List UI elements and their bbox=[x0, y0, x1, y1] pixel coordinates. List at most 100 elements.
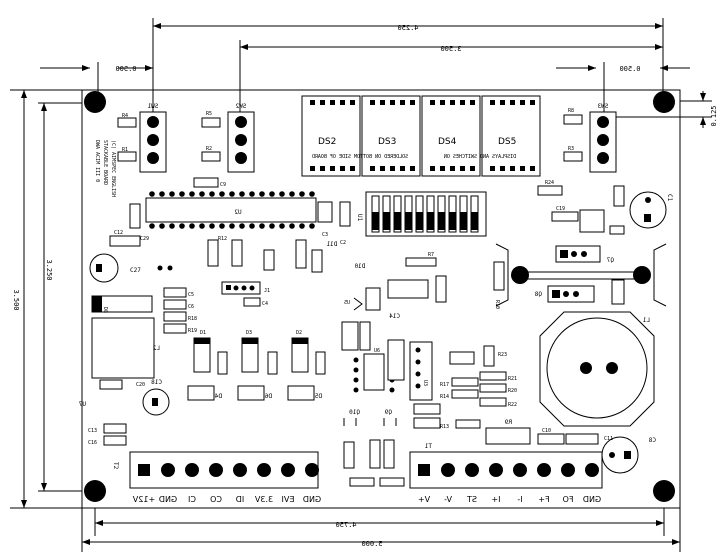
dip-key-lever bbox=[394, 212, 401, 230]
ic-u2: U2 bbox=[145, 191, 317, 229]
c2-label: C2 bbox=[340, 240, 346, 246]
display-pin bbox=[510, 100, 515, 105]
diode-d8: D8 bbox=[91, 295, 153, 313]
resistor-r9 bbox=[485, 427, 531, 445]
display-pin bbox=[530, 166, 535, 171]
board-outline bbox=[81, 89, 681, 509]
ds4-label: DS4 bbox=[438, 137, 457, 147]
terminal-label: F+ bbox=[538, 495, 549, 504]
diode-d3: D3 bbox=[241, 330, 259, 373]
d2-label: D2 bbox=[296, 330, 302, 336]
resistor-r29 bbox=[349, 477, 375, 487]
display-group: DS2 DS3 DS4 DS5 SOLDERED ON BOTTOM SIDE … bbox=[301, 95, 541, 177]
display-pin bbox=[310, 166, 315, 171]
c20-label: C20 bbox=[136, 382, 145, 388]
display-pin bbox=[450, 166, 455, 171]
inductor-l1: L1 bbox=[539, 311, 655, 427]
display-pin bbox=[520, 100, 525, 105]
inductor-l2 bbox=[91, 317, 155, 379]
r9-label: R9 bbox=[504, 419, 512, 426]
capacitor-c25 bbox=[387, 339, 405, 381]
c9-label: C9 bbox=[220, 182, 226, 188]
terminal-label: I- bbox=[517, 495, 522, 504]
capacitor-c20 bbox=[99, 379, 123, 390]
terminal-label: +12V bbox=[132, 495, 155, 504]
capacitor-c16 bbox=[103, 435, 127, 446]
resistor-r21 bbox=[479, 371, 507, 381]
u2-pin bbox=[169, 223, 175, 229]
dip-switch-u1: U1 bbox=[356, 191, 487, 237]
terminal-pin bbox=[489, 463, 503, 477]
ds5-label: DS5 bbox=[498, 137, 516, 147]
terminal-label: CI bbox=[188, 495, 196, 504]
terminal-pin bbox=[233, 463, 247, 477]
q8-label: Q8 bbox=[534, 291, 542, 298]
c12-label: C12 bbox=[114, 230, 123, 236]
display-pin bbox=[490, 100, 495, 105]
transistor-q8: Q8 bbox=[534, 285, 595, 303]
u2-pin bbox=[189, 191, 195, 197]
capacitor-c22 bbox=[341, 321, 359, 351]
dip-key-lever bbox=[438, 212, 445, 230]
resistor-r24 bbox=[537, 185, 563, 196]
display-pin bbox=[340, 100, 345, 105]
c18-label: C18 bbox=[151, 379, 162, 386]
capacitor-c14 bbox=[295, 239, 307, 269]
dip-key-lever bbox=[449, 212, 456, 230]
dim-4750-label: 4.750 bbox=[335, 521, 356, 529]
u2-pin bbox=[299, 191, 305, 197]
display-pin bbox=[350, 166, 355, 171]
resistor-r27c bbox=[263, 249, 275, 271]
side-note-line-1: DWA ACIM III 0 bbox=[94, 140, 100, 182]
resistor-r32 bbox=[369, 439, 381, 469]
dim-5000-label: 5.000 bbox=[361, 540, 382, 548]
transistor-q4 bbox=[187, 385, 215, 401]
t1-label: T1 bbox=[424, 443, 432, 450]
u2-pin bbox=[259, 223, 265, 229]
terminal-pin bbox=[537, 463, 551, 477]
u2-pin bbox=[159, 191, 165, 197]
u2-pin bbox=[169, 191, 175, 197]
terminal-pin bbox=[257, 463, 271, 477]
resistor-r7 bbox=[405, 257, 437, 267]
u2-pin bbox=[259, 191, 265, 197]
capacitor-c13 bbox=[103, 423, 127, 434]
display-pin bbox=[430, 166, 435, 171]
resistor-r13 bbox=[455, 419, 481, 429]
mounting-hole-top-right bbox=[653, 91, 675, 113]
switch-sw1: SW1 bbox=[139, 103, 167, 173]
c6-label: C6 bbox=[188, 304, 194, 310]
terminal-pin bbox=[281, 463, 295, 477]
c10-label: C10 bbox=[542, 428, 551, 434]
d8-label: D8 bbox=[102, 307, 108, 313]
l2-label: L2 bbox=[152, 345, 160, 352]
resistor-r27 bbox=[267, 351, 278, 375]
r10-label: R10 bbox=[494, 300, 500, 309]
u2-pin bbox=[309, 191, 315, 197]
dim-left-0500-label: 0.500 bbox=[115, 65, 136, 73]
resistor-r15b bbox=[311, 249, 323, 273]
terminal-pin bbox=[209, 463, 223, 477]
d4-label: D4 bbox=[214, 393, 222, 400]
terminal-label: V- bbox=[444, 495, 452, 504]
capacitor-c23 bbox=[359, 321, 371, 351]
display-note-line-1: SOLDERED ON BOTTOM SIDE OF BOARD bbox=[312, 154, 408, 160]
mounting-hole-bottom-left bbox=[84, 480, 106, 502]
u2-pin bbox=[279, 191, 285, 197]
ic-u5: U5 bbox=[344, 287, 381, 311]
resistor-r3 bbox=[563, 151, 583, 162]
display-pin bbox=[400, 166, 405, 171]
capacitor-c6 bbox=[163, 299, 187, 310]
c16-label: C16 bbox=[88, 440, 97, 446]
terminal-label: EVI bbox=[282, 495, 295, 504]
dim-left-3500-label: 3.500 bbox=[12, 289, 20, 310]
c14-label: C14 bbox=[389, 313, 400, 320]
capacitor-c4 bbox=[243, 297, 261, 307]
q7-label: Q7 bbox=[606, 257, 614, 264]
capacitor-c9 bbox=[193, 177, 219, 188]
display-pin bbox=[440, 166, 445, 171]
diode-d2: D2 bbox=[291, 330, 309, 373]
u2-pin bbox=[309, 223, 315, 229]
c19-label: C19 bbox=[556, 206, 565, 212]
mounting-hole-top-left bbox=[84, 91, 106, 113]
